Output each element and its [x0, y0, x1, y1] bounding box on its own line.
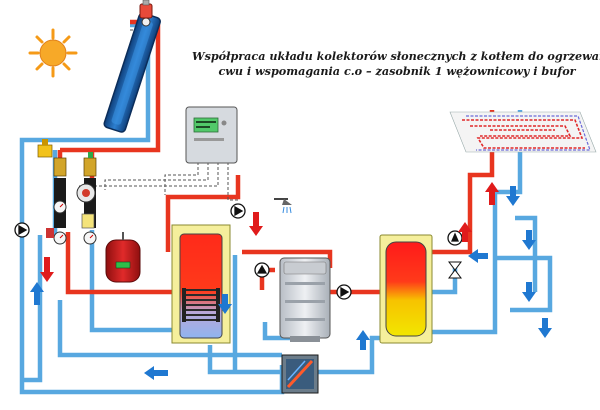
- solar-collector: [103, 12, 161, 133]
- title-line-1: Współpraca układu kolektorów słonecznych…: [192, 49, 600, 63]
- pump-boiler: [254, 262, 270, 278]
- circulation-pumps: [14, 203, 463, 300]
- pump-dhw: [230, 203, 246, 219]
- diagram-title: Współpraca układu kolektorów słonecznych…: [192, 49, 600, 79]
- sun-icon: [28, 28, 78, 78]
- expansion-vessel: [105, 232, 141, 283]
- gas-boiler: [279, 257, 331, 342]
- dhw-tank-single-coil: [171, 224, 231, 344]
- flow-arrows-hot: [40, 182, 499, 282]
- floor-heating-loop: [449, 111, 597, 153]
- buffer-tank: [379, 234, 433, 344]
- air-vent: [139, 0, 153, 19]
- pump-solar: [14, 222, 30, 238]
- solar-pump-station: [37, 139, 97, 245]
- flow-arrows-cold: [30, 186, 552, 380]
- mixing-valve: [448, 261, 462, 279]
- plate-heat-exchanger: [281, 354, 319, 394]
- title-line-2: cwu i wspomagania c.o – zasobnik 1 wężow…: [218, 64, 576, 78]
- signal-lines: [78, 29, 240, 201]
- shower-icon: [274, 198, 292, 214]
- pump-floor: [447, 230, 463, 246]
- pump-buffer: [336, 284, 352, 300]
- solar-controller: [185, 106, 238, 164]
